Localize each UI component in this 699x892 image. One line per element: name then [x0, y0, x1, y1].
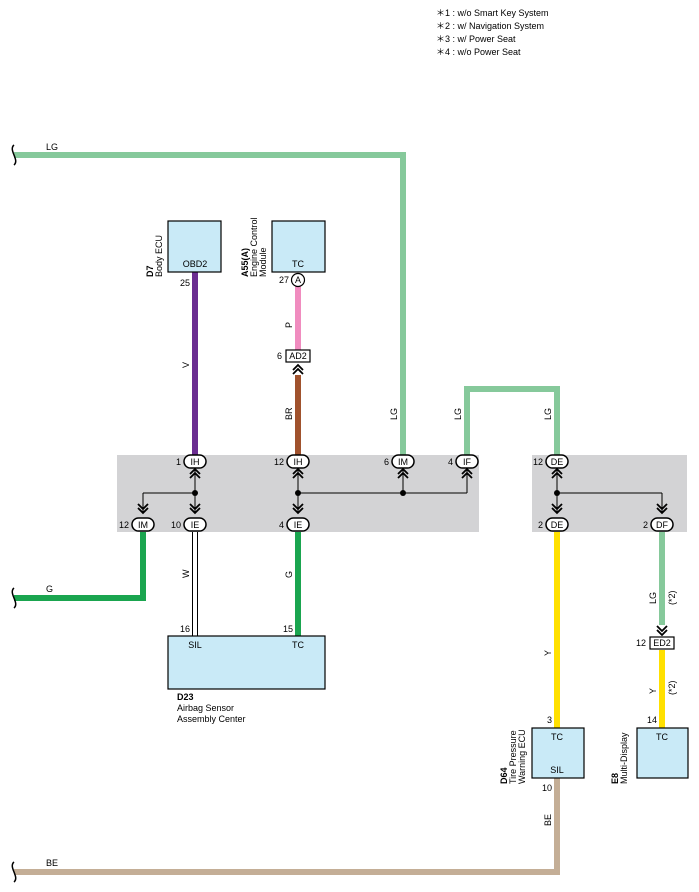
connector-ed2: ED2 12: [636, 636, 675, 650]
wire-lg-top: [14, 152, 406, 455]
pin-number: 1: [176, 457, 181, 467]
wire-break-top: [11, 144, 17, 166]
pin-number: 12: [533, 457, 543, 467]
note-1: ＊1 : w/o Smart Key System: [436, 8, 549, 18]
wire-label-br: BR: [284, 407, 294, 420]
note-4: ＊4 : w/o Power Seat: [436, 47, 521, 57]
component-code: D7: [145, 265, 155, 277]
pin-number: 6: [277, 351, 282, 361]
connector-chevrons: [137, 363, 668, 637]
pin-number: 14: [647, 715, 657, 725]
pin-number-sil: 10: [542, 783, 552, 793]
note-3: ＊3 : w/ Power Seat: [436, 34, 516, 44]
junction-dot: [192, 490, 198, 496]
pin-connector: A: [295, 275, 301, 285]
pin-label: IM: [138, 520, 148, 530]
wire-label-be-bottom: BE: [46, 858, 58, 868]
terminal-sil: SIL: [188, 640, 202, 650]
note-2: ＊2 : w/ Navigation System: [436, 21, 544, 31]
wire-label-y-e8: Y: [648, 688, 658, 694]
component-code: E8: [610, 773, 620, 784]
connector-j1-bottom: IM 12 IE 10 IE 4: [119, 517, 310, 532]
connector-label: ED2: [653, 638, 671, 648]
pin-label: IH: [294, 457, 303, 467]
terminal-sil: SIL: [550, 765, 564, 775]
component-name: Multi-Display: [619, 732, 629, 784]
pin-number-tc: 3: [547, 715, 552, 725]
wire-be: [14, 778, 560, 875]
pin-label: IH: [191, 457, 200, 467]
wire-label-y-d64: Y: [543, 650, 553, 656]
component-code: D64: [499, 767, 509, 784]
pin-label: IE: [191, 520, 200, 530]
terminal-tc: TC: [551, 732, 563, 742]
pin-number: 2: [643, 520, 648, 530]
component-name-2: Assembly Center: [177, 714, 246, 724]
component-e8: TC 14 E8 Multi-Display: [610, 715, 689, 784]
component-name-1: Airbag Sensor: [177, 703, 234, 713]
wire-label-lg-de: LG: [543, 408, 553, 420]
junction-dot: [400, 490, 406, 496]
component-d23: SIL TC 16 15 D23 Airbag Sensor Assembly …: [167, 624, 326, 724]
pin-number: 4: [279, 520, 284, 530]
pin-number: 12: [274, 457, 284, 467]
pin-number-sil: 16: [180, 624, 190, 634]
connector-ad2: AD2 6: [277, 349, 311, 363]
wire-label-p: P: [284, 322, 294, 328]
pin-label: IM: [398, 457, 408, 467]
pin-label: IF: [463, 457, 472, 467]
wire-break-be: [11, 861, 17, 883]
wire-label-w: W: [181, 569, 191, 578]
wire-note-lg-df: (*2): [667, 590, 677, 605]
wire-label-lg-top: LG: [46, 142, 58, 152]
terminal-tc: TC: [656, 732, 668, 742]
pin-label: DE: [551, 520, 564, 530]
wire-label-lg-im: LG: [389, 408, 399, 420]
component-a55: TC A 27 A55(A) Engine Control Module: [240, 217, 326, 288]
pin-number: 12: [636, 638, 646, 648]
pin-number: 27: [279, 275, 289, 285]
terminal-label: OBD2: [183, 259, 208, 269]
component-d7: OBD2 25 D7 Body ECU: [145, 220, 222, 288]
component-name-1: Engine Control: [249, 217, 259, 277]
pin-number: 2: [538, 520, 543, 530]
pin-number: 4: [448, 457, 453, 467]
pin-number: 6: [384, 457, 389, 467]
terminal-label: TC: [292, 259, 304, 269]
component-name-2: Module: [258, 247, 268, 277]
component-name-2: Warning ECU: [517, 729, 527, 784]
wire-label-lg-if: LG: [453, 408, 463, 420]
wire-g-left: [14, 532, 146, 601]
pin-label: IE: [294, 520, 303, 530]
terminal-tc: TC: [292, 640, 304, 650]
connector-label: AD2: [289, 351, 307, 361]
connector-j2: DE 12 DE 2 DF 2: [533, 454, 674, 532]
pin-number: 10: [171, 520, 181, 530]
pin-label: DF: [656, 520, 668, 530]
junction-dot: [554, 490, 560, 496]
wire-label-g-d23: G: [284, 571, 294, 578]
junction-dot: [295, 490, 301, 496]
wire-label-g-left: G: [46, 584, 53, 594]
pin-number-tc: 15: [283, 624, 293, 634]
connector-j1-top: IH 1 IH 12 IM 6 IF 4: [176, 454, 479, 469]
wire-label-v: V: [181, 362, 191, 368]
component-name-1: Tire Pressure: [508, 730, 518, 784]
wire-label-be-vert: BE: [543, 814, 553, 826]
pin-number: 12: [119, 520, 129, 530]
wire-break-g: [11, 587, 17, 609]
wire-label-lg-df: LG: [648, 592, 658, 604]
wire-note-y-e8: (*2): [667, 680, 677, 695]
pin-label: DE: [551, 457, 564, 467]
component-d64: TC SIL 3 10 D64 Tire Pressure Warning EC…: [499, 715, 585, 793]
component-code: A55(A): [240, 248, 250, 277]
component-name: Body ECU: [154, 235, 164, 277]
wire-lg-if-de: [464, 386, 560, 455]
notes-legend: ＊1 : w/o Smart Key System ＊2 : w/ Naviga…: [436, 8, 549, 57]
pin-number: 25: [180, 278, 190, 288]
component-code: D23: [177, 692, 194, 702]
